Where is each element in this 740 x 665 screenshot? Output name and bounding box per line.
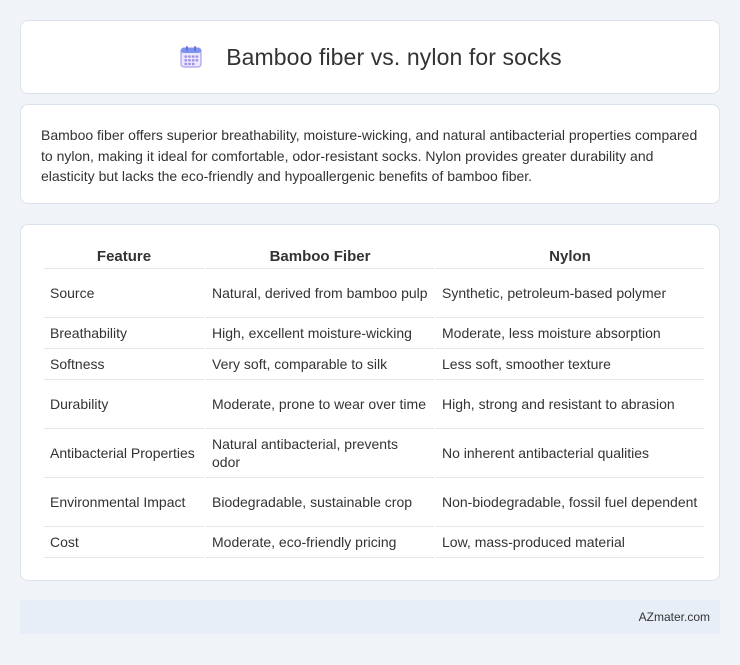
summary-text: Bamboo fiber offers superior breathabili… xyxy=(41,127,698,184)
table-row: Antibacterial Properties Natural antibac… xyxy=(44,429,704,478)
column-header-nylon: Nylon xyxy=(436,247,704,269)
footer-brand: AZmater.com xyxy=(638,610,710,624)
comparison-table-card: Feature Bamboo Fiber Nylon Source Natura… xyxy=(20,224,720,581)
feature-cell: Softness xyxy=(44,349,204,380)
bamboo-cell: Moderate, eco-friendly pricing xyxy=(206,527,434,558)
footer-bar: AZmater.com xyxy=(20,600,720,634)
nylon-cell: Non-biodegradable, fossil fuel dependent xyxy=(436,478,704,527)
bamboo-cell: Moderate, prone to wear over time xyxy=(206,380,434,429)
page-title: Bamboo fiber vs. nylon for socks xyxy=(226,43,562,70)
feature-cell: Breathability xyxy=(44,318,204,349)
table-header-row: Feature Bamboo Fiber Nylon xyxy=(44,247,704,269)
calendar-icon xyxy=(180,46,202,68)
bamboo-cell: Natural, derived from bamboo pulp xyxy=(206,269,434,318)
feature-cell: Cost xyxy=(44,527,204,558)
nylon-cell: Low, mass-produced material xyxy=(436,527,704,558)
feature-cell: Source xyxy=(44,269,204,318)
feature-cell: Durability xyxy=(44,380,204,429)
feature-cell: Antibacterial Properties xyxy=(44,429,204,478)
column-header-bamboo-fiber: Bamboo Fiber xyxy=(206,247,434,269)
nylon-cell: Less soft, smoother texture xyxy=(436,349,704,380)
table-row: Source Natural, derived from bamboo pulp… xyxy=(44,269,704,318)
bamboo-cell: Biodegradable, sustainable crop xyxy=(206,478,434,527)
nylon-cell: Moderate, less moisture absorption xyxy=(436,318,704,349)
bamboo-cell: Very soft, comparable to silk xyxy=(206,349,434,380)
nylon-cell: No inherent antibacterial qualities xyxy=(436,429,704,478)
table-row: Cost Moderate, eco-friendly pricing Low,… xyxy=(44,527,704,558)
bamboo-cell: High, excellent moisture-wicking xyxy=(206,318,434,349)
table-row: Durability Moderate, prone to wear over … xyxy=(44,380,704,429)
table-row: Environmental Impact Biodegradable, sust… xyxy=(44,478,704,527)
comparison-table: Feature Bamboo Fiber Nylon Source Natura… xyxy=(42,247,706,558)
nylon-cell: High, strong and resistant to abrasion xyxy=(436,380,704,429)
feature-cell: Environmental Impact xyxy=(44,478,204,527)
nylon-cell: Synthetic, petroleum-based polymer xyxy=(436,269,704,318)
title-card: Bamboo fiber vs. nylon for socks xyxy=(20,20,720,94)
column-header-feature: Feature xyxy=(44,247,204,269)
table-row: Breathability High, excellent moisture-w… xyxy=(44,318,704,349)
bamboo-cell: Natural antibacterial, prevents odor xyxy=(206,429,434,478)
summary-card: Bamboo fiber offers superior breathabili… xyxy=(20,104,720,204)
table-row: Softness Very soft, comparable to silk L… xyxy=(44,349,704,380)
